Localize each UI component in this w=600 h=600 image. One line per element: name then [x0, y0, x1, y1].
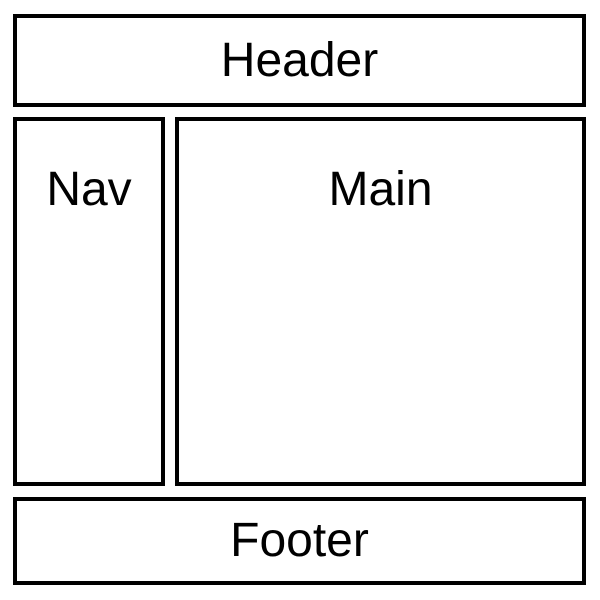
- main-region: Main: [175, 117, 586, 486]
- middle-row: Nav Main: [13, 117, 586, 486]
- header-label: Header: [220, 33, 379, 87]
- footer-region: Footer: [13, 497, 586, 585]
- header-region: Header: [13, 14, 586, 107]
- nav-region: Nav: [13, 117, 165, 486]
- main-label: Main: [328, 163, 433, 216]
- footer-label: Footer: [230, 514, 369, 568]
- nav-main-gap: [165, 117, 175, 486]
- nav-label: Nav: [46, 163, 132, 216]
